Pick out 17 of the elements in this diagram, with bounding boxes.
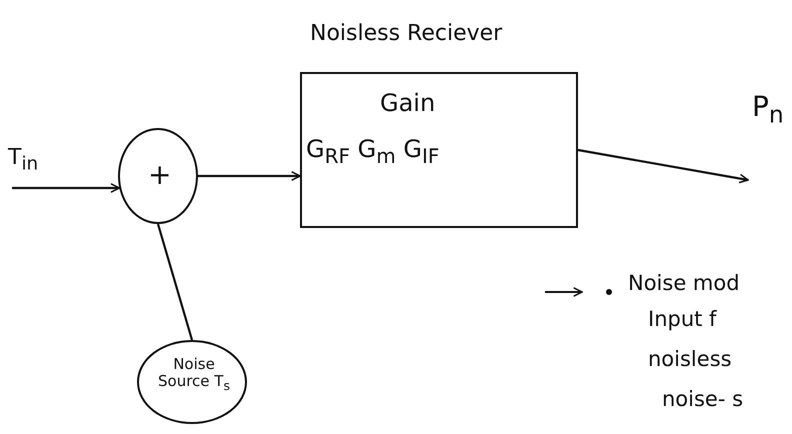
note-text: Input f (648, 308, 716, 332)
note-text: noisless (648, 348, 732, 372)
output-label: P$_{n}$ (752, 92, 784, 128)
arrow (12, 183, 120, 193)
noise-source-circle (137, 340, 247, 424)
block-text: Gain (380, 90, 436, 116)
arrow (578, 148, 749, 184)
edge-label: T$_{in}$ (8, 146, 38, 175)
gain-terms: G$_{RF}$ G$_{m}$ G$_{IF}$ (306, 136, 440, 167)
arrow (198, 171, 301, 181)
connector-line (156, 224, 194, 340)
block-title: Noisless Reciever (310, 22, 502, 46)
note-text: noise- s (662, 388, 744, 412)
note-text: Noise mod (628, 272, 740, 296)
summing-junction (118, 128, 198, 224)
plus-sign: + (148, 160, 172, 191)
source-text: Noise Source T$_{s}$ (157, 356, 231, 392)
